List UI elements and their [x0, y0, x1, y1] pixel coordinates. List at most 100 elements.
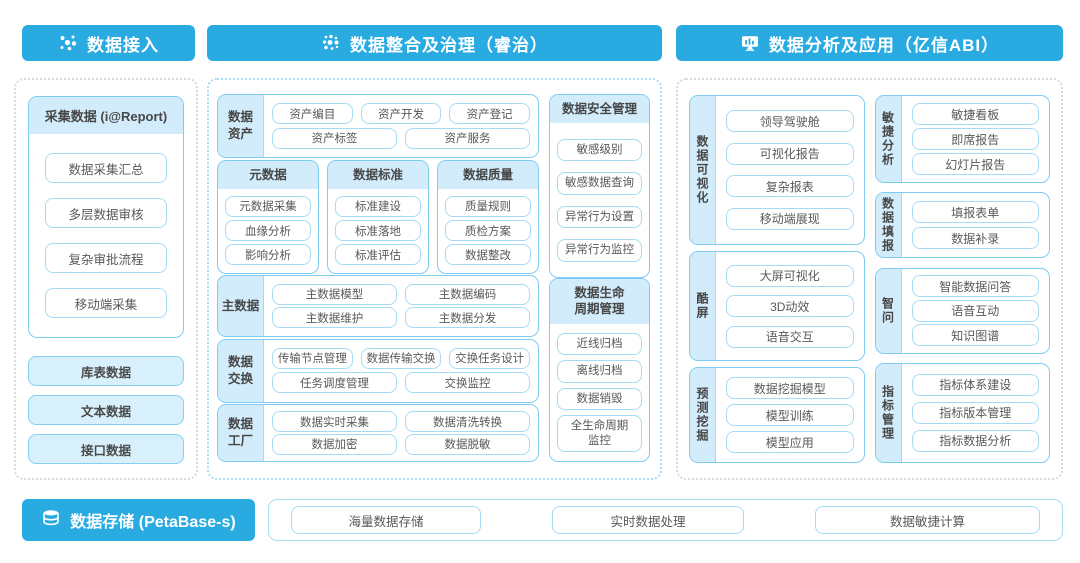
feature-pill: 任务调度管理	[272, 372, 397, 394]
feature-pill: 资产开发	[360, 103, 442, 125]
feature-pill: 填报表单	[911, 201, 1039, 224]
feature-pill: 资产标签	[272, 127, 397, 149]
group-title: 数据生命周期管理	[550, 279, 649, 324]
feature-pill: 语音交互	[726, 325, 854, 348]
storage-capability-box: 海量数据存储 实时数据处理 数据敏捷计算	[268, 499, 1063, 541]
feature-pill: 异常行为监控	[557, 239, 642, 262]
header-data-governance: 数据整合及治理（睿治）	[207, 25, 662, 61]
feature-pill: 数据销毁	[557, 387, 642, 410]
feature-pill: 即席报告	[911, 128, 1039, 150]
storage-header: 数据存储 (PetaBase-s)	[22, 499, 255, 541]
feature-pill: 近线归档	[557, 332, 642, 355]
group-data-lifecycle: 数据生命周期管理 近线归档 离线归档 数据销毁 全生命周期监控	[549, 278, 650, 462]
group-title: 数据安全管理	[550, 95, 649, 124]
network-dots-icon	[58, 33, 78, 53]
section-data-asset: 数据资产 资产编目 资产开发 资产登记 资产标签 资产服务	[217, 94, 539, 158]
feature-pill: 交换监控	[405, 372, 530, 394]
feature-pill: 数据补录	[911, 227, 1039, 250]
section-agile-analysis: 敏捷分析 敏捷看板 即席报告 幻灯片报告	[874, 95, 1050, 183]
data-source-item: 文本数据	[28, 395, 184, 425]
dots-cluster-icon	[321, 33, 341, 53]
feature-pill: 智能数据问答	[911, 275, 1039, 298]
feature-pill: 指标数据分析	[911, 429, 1039, 452]
section-label: 预测挖掘	[690, 368, 716, 462]
feature-pill: 指标版本管理	[911, 401, 1039, 424]
feature-pill: 敏感数据查询	[557, 172, 642, 195]
section-data-exchange: 数据交换 传输节点管理 数据传输交换 交换任务设计 任务调度管理 交换监控	[217, 338, 539, 403]
header-data-analysis-label: 数据分析及应用（亿信ABI）	[768, 35, 1000, 55]
feature-pill: 资产登记	[449, 103, 531, 125]
feature-pill: 标准落地	[335, 220, 421, 242]
feature-pill: 数据实时采集	[272, 411, 397, 433]
feature-pill: 复杂审批流程	[45, 243, 167, 273]
panel-data-ingest: 采集数据 (i@Report) 数据采集汇总 多层数据审核 复杂审批流程 移动端…	[14, 78, 198, 480]
feature-pill: 主数据模型	[272, 283, 397, 305]
feature-pill: 主数据编码	[405, 283, 530, 305]
panel-data-analysis: 数据可视化 领导驾驶舱 可视化报告 复杂报表 移动端展现 酷屏 大屏可视化 3D…	[676, 78, 1063, 480]
section-data-reporting: 数据填报 填报表单 数据补录	[874, 192, 1050, 259]
feature-pill: 幻灯片报告	[911, 153, 1039, 175]
feature-pill: 数据敏捷计算	[815, 506, 1040, 534]
feature-pill: 数据整改	[445, 244, 531, 266]
section-label: 数据填报	[875, 193, 902, 258]
section-label: 数据工厂	[218, 405, 264, 461]
header-data-analysis: 数据分析及应用（亿信ABI）	[676, 25, 1063, 61]
section-data-factory: 数据工厂 数据实时采集 数据清洗转换 数据加密 数据脱敏	[217, 404, 539, 462]
feature-pill: 数据挖掘模型	[726, 377, 854, 399]
feature-pill: 指标体系建设	[911, 373, 1039, 396]
data-source-item: 库表数据	[28, 356, 184, 386]
report-collection-card: 采集数据 (i@Report) 数据采集汇总 多层数据审核 复杂审批流程 移动端…	[28, 96, 184, 338]
feature-pill: 数据清洗转换	[405, 411, 530, 433]
group-data-standard: 数据标准 标准建设 标准落地 标准评估	[327, 159, 429, 274]
feature-pill: 知识图谱	[911, 324, 1039, 347]
governance-main-column: 数据资产 资产编目 资产开发 资产登记 资产标签 资产服务 元数据	[217, 94, 539, 462]
report-card-body: 数据采集汇总 多层数据审核 复杂审批流程 移动端采集	[29, 134, 183, 337]
analysis-column-2: 敏捷分析 敏捷看板 即席报告 幻灯片报告 数据填报 填报表单 数据补录 智问 智…	[874, 95, 1050, 463]
feature-pill: 数据脱敏	[405, 433, 530, 455]
group-data-security: 数据安全管理 敏感级别 敏感数据查询 异常行为设置 异常行为监控	[549, 94, 650, 278]
feature-pill: 敏感级别	[557, 138, 642, 161]
governance-side-column: 数据安全管理 敏感级别 敏感数据查询 异常行为设置 异常行为监控 数据生命周期管…	[549, 94, 650, 462]
data-source-list: 库表数据 文本数据 接口数据	[28, 352, 184, 464]
header-data-governance-label: 数据整合及治理（睿治）	[350, 35, 548, 55]
feature-pill: 数据加密	[272, 433, 397, 455]
section-cool-screen: 酷屏 大屏可视化 3D动效 语音交互	[689, 251, 865, 361]
feature-pill: 影响分析	[225, 244, 311, 266]
group-title: 元数据	[218, 160, 318, 189]
feature-pill: 模型训练	[726, 404, 854, 426]
feature-pill: 传输节点管理	[272, 347, 353, 369]
feature-pill: 质量规则	[445, 195, 531, 217]
feature-pill: 全生命周期监控	[557, 415, 642, 452]
feature-pill: 数据采集汇总	[45, 153, 167, 183]
governance-group-row: 元数据 元数据采集 血缘分析 影响分析 数据标准 标准建设 标准落地 标准评估	[217, 159, 539, 274]
section-label: 酷屏	[690, 252, 716, 360]
section-label: 智问	[875, 268, 902, 353]
feature-pill: 移动端展现	[726, 207, 854, 230]
feature-pill: 大屏可视化	[726, 264, 854, 287]
group-metadata: 元数据 元数据采集 血缘分析 影响分析	[217, 159, 319, 274]
monitor-chart-icon	[740, 33, 760, 53]
section-master-data: 主数据 主数据模型 主数据编码 主数据维护 主数据分发	[217, 275, 539, 337]
feature-pill: 模型应用	[726, 431, 854, 453]
feature-pill: 3D动效	[726, 295, 854, 317]
group-title: 数据质量	[438, 160, 538, 189]
feature-pill: 实时数据处理	[552, 506, 744, 534]
feature-pill: 语音互动	[911, 299, 1039, 322]
feature-pill: 主数据分发	[405, 307, 530, 329]
feature-pill: 资产编目	[272, 103, 353, 125]
feature-pill: 主数据维护	[272, 307, 397, 329]
feature-pill: 可视化报告	[726, 142, 854, 165]
feature-pill: 移动端采集	[45, 288, 167, 318]
feature-pill: 资产服务	[405, 127, 530, 149]
feature-pill: 离线归档	[557, 360, 642, 383]
feature-pill: 领导驾驶舱	[726, 110, 854, 133]
group-title: 数据标准	[328, 160, 428, 189]
header-data-ingest-label: 数据接入	[87, 35, 159, 55]
feature-pill: 质检方案	[445, 220, 531, 242]
section-label: 数据资产	[218, 95, 264, 157]
data-source-item: 接口数据	[28, 434, 184, 464]
feature-pill: 多层数据审核	[45, 198, 167, 228]
section-smart-qa: 智问 智能数据问答 语音互动 知识图谱	[874, 267, 1050, 354]
section-indicator-management: 指标管理 指标体系建设 指标版本管理 指标数据分析	[874, 362, 1050, 463]
